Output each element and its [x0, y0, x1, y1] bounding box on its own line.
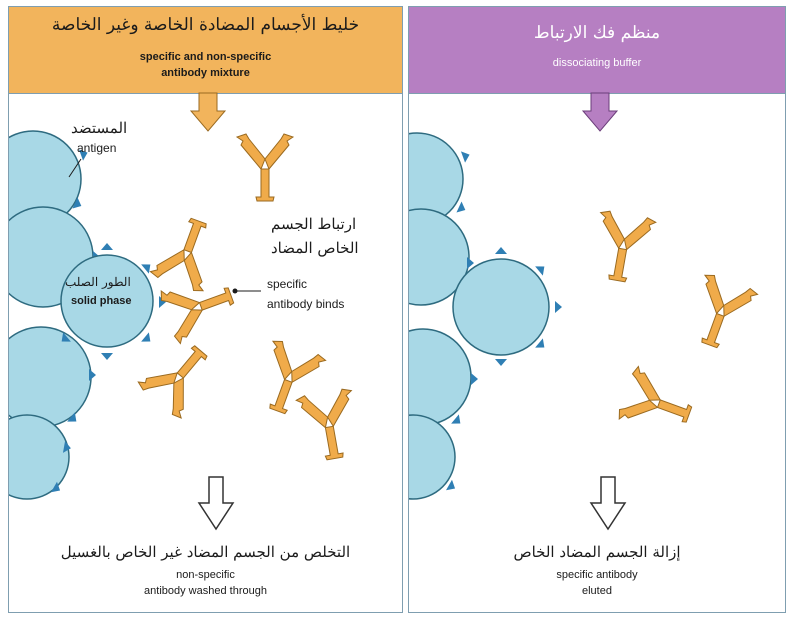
eluted-antibody	[589, 209, 657, 286]
panel-elution: منظم فك الارتباط dissociating buffer	[408, 6, 786, 613]
label-pointer	[68, 158, 261, 294]
eluted-antibody	[682, 271, 760, 356]
bound-antibody	[148, 210, 226, 295]
antigen-arabic-label: المستضد	[71, 119, 128, 137]
bound-antibody	[135, 332, 223, 421]
right-illustration	[409, 92, 760, 531]
header-english-line2: antibody mixture	[161, 67, 250, 79]
footer-english-line1: non-specific	[176, 569, 235, 581]
header-english-text: dissociating buffer	[552, 57, 642, 69]
header-english-line1: specific and non-specific	[139, 51, 272, 63]
antigen-label: antigen	[77, 141, 117, 155]
footer-arabic-text: إزالة الجسم المضاد الخاص	[513, 543, 681, 561]
binds-english-line1: specific	[267, 277, 308, 291]
down-arrow-icon	[189, 92, 227, 132]
footer-english-line2: eluted	[582, 585, 612, 597]
left-illustration	[9, 92, 363, 531]
solid-phase-beads	[409, 132, 472, 500]
binds-arabic-line2: الخاص المضاد	[271, 239, 359, 257]
footer-arabic-text: التخلص من الجسم المضاد غير الخاص بالغسيل	[60, 543, 351, 561]
solid-phase-label: solid phase	[71, 295, 132, 307]
wash-arrow-icon	[197, 476, 235, 531]
solid-phase-bead	[452, 247, 562, 366]
header-dissociating-buffer: منظم فك الارتباط dissociating buffer	[409, 7, 785, 94]
solid-phase-bead	[57, 243, 166, 360]
header-antibody-mixture: خليط الأجسام المضادة الخاصة وغير الخاصة …	[9, 7, 402, 94]
elute-arrow-icon	[589, 476, 627, 531]
footer-english-line1: specific antibody	[556, 569, 638, 581]
free-antibody	[295, 387, 363, 464]
header-arabic-text: خليط الأجسام المضادة الخاصة وغير الخاصة	[51, 15, 360, 35]
solid-phase-arabic-label: الطور الصلب	[65, 275, 131, 289]
binds-arabic-line1: ارتباط الجسم	[271, 215, 357, 233]
down-arrow-icon	[581, 92, 619, 132]
panel-specific-binding: خليط الأجسام المضادة الخاصة وغير الخاصة …	[8, 6, 403, 613]
header-arabic-text: منظم فك الارتباط	[533, 23, 661, 43]
binds-english-line2: antibody binds	[267, 297, 345, 311]
free-antibody	[236, 133, 294, 202]
eluted-antibody	[615, 364, 700, 442]
footer-english-line2: antibody washed through	[144, 585, 267, 597]
